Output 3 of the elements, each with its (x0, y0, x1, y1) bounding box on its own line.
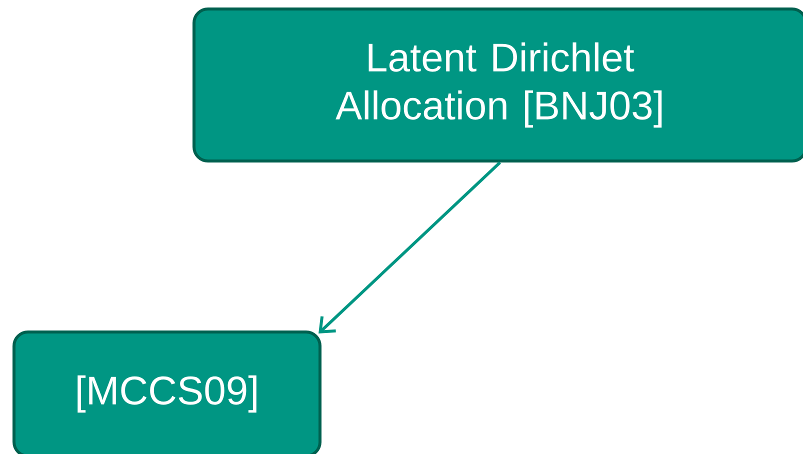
arrow (318, 161, 502, 334)
process-box: [MCCS09] (12, 330, 322, 454)
process-box: Latent Dirichlet Allocation [BNJ03] (192, 8, 803, 162)
